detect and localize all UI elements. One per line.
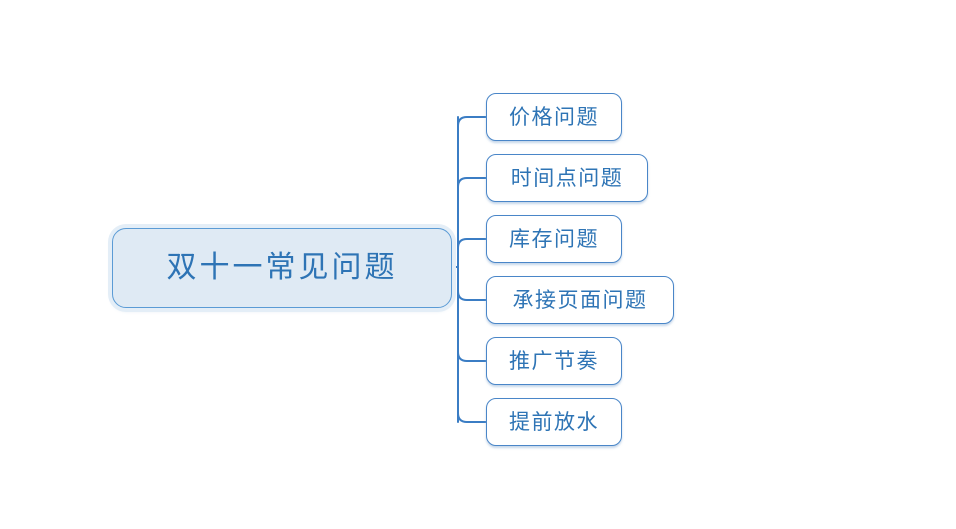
root-node-label: 双十一常见问题 — [166, 251, 398, 284]
child-node-inventory[interactable]: 库存问题 — [486, 215, 622, 263]
child-node-label: 推广节奏 — [509, 348, 599, 373]
child-node-label: 库存问题 — [509, 226, 599, 251]
child-node-label: 时间点问题 — [510, 165, 624, 190]
root-node[interactable]: 双十一常见问题 — [112, 228, 452, 308]
child-node-label: 提前放水 — [509, 409, 599, 434]
child-node-promotion-rhythm[interactable]: 推广节奏 — [486, 337, 622, 385]
child-node-label: 承接页面问题 — [512, 287, 648, 312]
child-node-timing[interactable]: 时间点问题 — [486, 154, 648, 202]
connector-branch-3 — [457, 290, 487, 301]
connector-branch-0 — [457, 116, 487, 127]
child-node-price[interactable]: 价格问题 — [486, 93, 622, 141]
child-node-early-release[interactable]: 提前放水 — [486, 398, 622, 446]
child-node-landing-page[interactable]: 承接页面问题 — [486, 276, 674, 324]
connector-branch-1 — [457, 177, 487, 188]
connector-branch-4 — [457, 351, 487, 362]
connector-branch-5 — [457, 412, 487, 423]
child-node-label: 价格问题 — [509, 104, 599, 129]
connector-branch-2 — [457, 238, 487, 249]
